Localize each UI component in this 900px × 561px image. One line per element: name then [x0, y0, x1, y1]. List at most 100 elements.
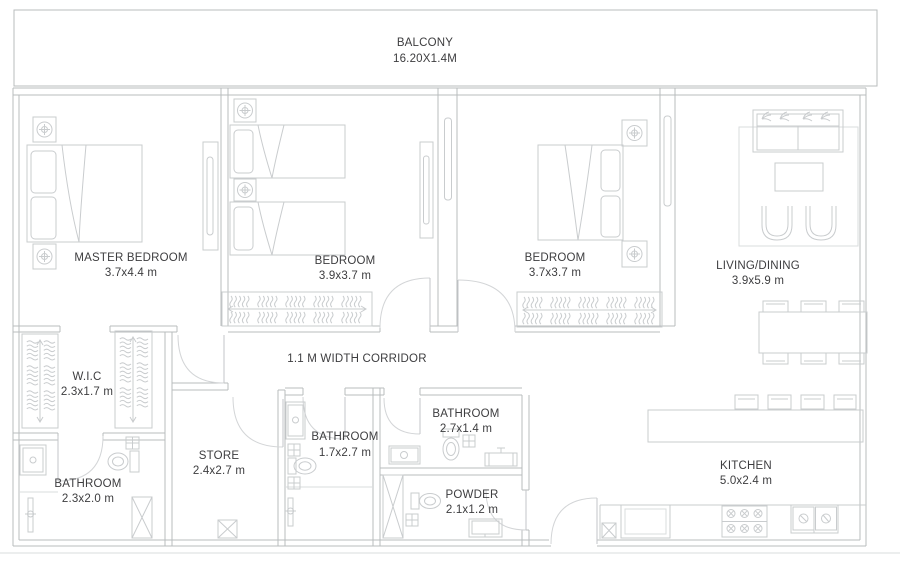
doors: [57, 277, 598, 545]
dining-chair: [762, 300, 789, 313]
blanket-fold: [61, 144, 87, 243]
closet: [221, 291, 373, 327]
toilet-tank: [287, 457, 297, 475]
pillow: [233, 129, 254, 174]
room-label-bedroom-3: BEDROOM: [525, 252, 586, 264]
living-dining-furniture: [738, 109, 868, 365]
toilet-bowl: [293, 457, 317, 475]
column-marker: [131, 496, 153, 539]
room-label-master-bathroom: BATHROOM: [54, 478, 121, 490]
pillow: [30, 196, 57, 240]
room-label-wic: W.I.C: [72, 371, 101, 383]
wic-furniture: [21, 330, 153, 429]
column-marker: [217, 519, 238, 539]
single-bed: [229, 124, 346, 179]
plant-icon: [802, 111, 813, 122]
double-bed: [537, 144, 624, 241]
pocket-slot-bedroom3-living: [663, 115, 672, 207]
store-fixtures: [217, 519, 238, 539]
door-arcs: [57, 277, 598, 545]
balcony-dims: 16.20X1.4M: [393, 53, 457, 65]
bathroom-middle-fixtures: [285, 401, 317, 527]
room-dims-kitchen: 5.0x2.4 m: [720, 475, 772, 487]
room-label-bedroom-2: BEDROOM: [315, 255, 376, 267]
column-marker: [601, 522, 617, 539]
dining-table: [758, 311, 868, 354]
powder-fixtures: [405, 492, 503, 538]
vanity-sink: [19, 444, 47, 476]
bar-stool: [800, 394, 825, 410]
lamp-icon: [36, 248, 53, 265]
nightstand: [621, 119, 648, 147]
wardrobe-slot: [206, 156, 214, 236]
toilet-tank: [410, 492, 420, 510]
burner-icon: [726, 509, 763, 533]
bar-stool: [734, 394, 759, 410]
room-label-master-bedroom: MASTER BEDROOM: [74, 252, 187, 264]
toilet-bowl: [442, 437, 460, 461]
wall-junction-caps: [220, 88, 676, 95]
kitchen-island: [647, 409, 864, 443]
plant-icon: [779, 111, 790, 122]
balcony-outline: [13, 9, 878, 87]
labels: BALCONY 16.20X1.4M MASTER BEDROOM 3.7x4.…: [54, 37, 799, 516]
blanket-fold: [257, 201, 285, 256]
plant-icon: [761, 111, 772, 122]
room-label-powder: POWDER: [446, 489, 499, 501]
fridge: [620, 504, 671, 539]
room-dims-bathroom-right: 2.7x1.4 m: [440, 423, 492, 435]
room-dims-bedroom-2: 3.9x3.7 m: [319, 270, 371, 282]
vanity-sink: [285, 401, 306, 440]
pillow: [600, 149, 621, 192]
double-bed: [26, 144, 143, 243]
room-label-living-dining: LIVING/DINING: [716, 260, 800, 272]
pillow: [600, 195, 621, 238]
armchair: [805, 205, 837, 241]
coffee-table: [774, 162, 824, 192]
bathroom-right-fixtures: [382, 428, 518, 539]
dining-chair: [762, 352, 789, 365]
sofa-cushion: [756, 125, 799, 151]
toilet-bowl: [419, 493, 441, 509]
blanket-fold: [257, 124, 285, 179]
closet: [516, 291, 663, 328]
vanity-sink: [388, 445, 421, 465]
balcony-label: BALCONY: [397, 37, 453, 49]
master-bedroom-furniture: [26, 116, 219, 270]
room-dims-living-dining: 3.9x5.9 m: [732, 275, 784, 287]
kitchen-furniture: [599, 394, 866, 539]
wardrobe: [202, 141, 219, 251]
shower-fixture: [27, 497, 34, 533]
toilet-bowl: [107, 452, 129, 471]
toilet-tank: [442, 428, 460, 438]
sofa-cushion: [797, 125, 840, 151]
wardrobe: [114, 330, 153, 429]
nightstand: [621, 240, 648, 268]
dining-chair: [838, 352, 865, 365]
nightstand: [233, 178, 257, 202]
room-dims-bathroom-middle: 1.7x2.7 m: [319, 447, 371, 459]
blanket-fold: [564, 144, 593, 241]
corridor-label: 1.1 M WIDTH CORRIDOR: [287, 353, 426, 365]
column-marker: [382, 474, 404, 539]
master-bathroom-fixtures: [19, 436, 153, 539]
lamp-icon: [626, 246, 643, 262]
outer-walls: [12, 87, 867, 547]
dining-chair: [838, 300, 865, 313]
armchair: [761, 205, 793, 241]
bedroom-2-furniture: [221, 98, 434, 327]
bedroom-3-furniture: [516, 119, 663, 328]
room-dims-wic: 2.3x1.7 m: [61, 386, 113, 398]
door-leaves: [57, 278, 598, 544]
wardrobe: [21, 333, 59, 429]
pocket-slot-bedroom2-3: [444, 117, 452, 201]
room-label-store: STORE: [199, 450, 240, 462]
bar-stool: [833, 394, 857, 410]
pillow: [30, 150, 57, 194]
lamp-icon: [626, 125, 643, 141]
sofa: [752, 109, 844, 153]
nightstand: [32, 243, 57, 270]
lamp-icon: [36, 121, 53, 138]
